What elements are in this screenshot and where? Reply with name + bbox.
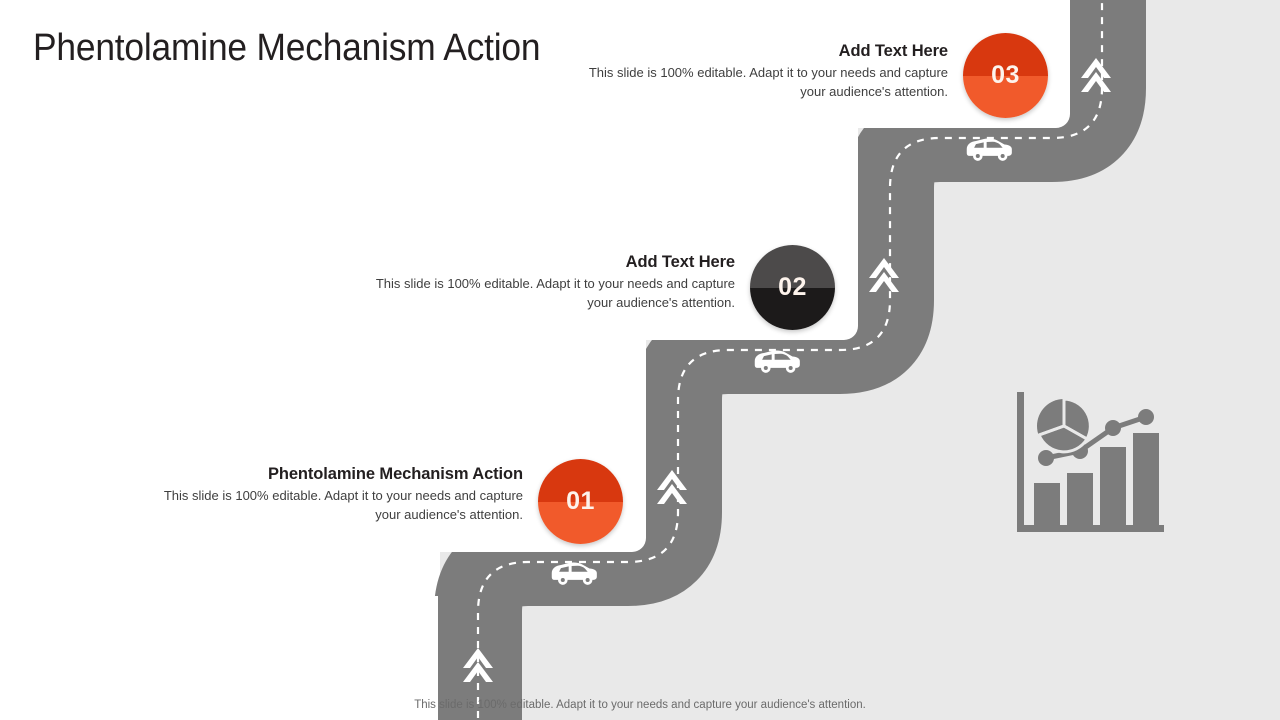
car-icon-3 (966, 138, 1012, 161)
chart-bar-2 (1067, 473, 1093, 525)
chart-bar-3 (1100, 447, 1126, 525)
car-icon-2 (754, 350, 800, 373)
car-icon-group (551, 138, 1012, 585)
step-heading-03: Add Text Here (838, 42, 948, 60)
badge-number-02: 02 (778, 273, 807, 301)
panel-bottom-left (0, 596, 438, 720)
step-text-block-02: Add Text Here This slide is 100% editabl… (375, 253, 735, 313)
step-body-01: This slide is 100% editable. Adapt it to… (163, 488, 523, 522)
step-number-badge-02[interactable]: 02 (750, 245, 835, 330)
chevron-up-icon-1 (463, 648, 493, 682)
chevron-up-icon-group (463, 58, 1111, 682)
bar-line-pie-chart-icon (1017, 392, 1164, 532)
chevron-up-icon-3 (869, 258, 899, 292)
page-title: Phentolamine Mechanism Action (33, 27, 541, 69)
car-icon-1 (551, 562, 597, 585)
chevron-up-icon-2 (657, 470, 687, 504)
road-center-dashes (476, 0, 1104, 720)
chart-point-1 (1038, 450, 1054, 466)
badge-half-bottom-01 (538, 501, 623, 544)
step-text-block-01: Phentolamine Mechanism Action This slide… (163, 465, 523, 525)
footer-note: This slide is 100% editable. Adapt it to… (414, 699, 866, 711)
chart-bar-1 (1034, 483, 1060, 525)
badge-number-03: 03 (991, 61, 1020, 89)
step-body-02: This slide is 100% editable. Adapt it to… (375, 276, 735, 310)
chart-axis-x (1017, 525, 1164, 532)
step-body-03: This slide is 100% editable. Adapt it to… (588, 65, 948, 99)
chart-point-4 (1138, 409, 1154, 425)
badge-number-01: 01 (566, 487, 595, 515)
chart-axis-y (1017, 392, 1024, 532)
badge-half-bottom-02 (750, 287, 835, 330)
badge-half-top-01 (538, 459, 623, 502)
chevron-up-icon-4 (1081, 58, 1111, 92)
chart-bar-4 (1133, 433, 1159, 525)
step-heading-01: Phentolamine Mechanism Action (267, 465, 523, 483)
chart-trend-line (1045, 414, 1147, 461)
step-number-badge-01[interactable]: 01 (538, 459, 623, 544)
badge-half-top-02 (750, 245, 835, 288)
chart-point-3 (1105, 420, 1121, 436)
chart-pie (1037, 397, 1092, 454)
panel-lower (0, 0, 646, 552)
step-number-badge-03[interactable]: 03 (963, 33, 1048, 118)
badge-half-bottom-03 (963, 75, 1048, 118)
step-heading-02: Add Text Here (625, 253, 735, 271)
badge-half-top-03 (963, 33, 1048, 76)
step-text-block-03: Add Text Here This slide is 100% editabl… (588, 42, 948, 102)
